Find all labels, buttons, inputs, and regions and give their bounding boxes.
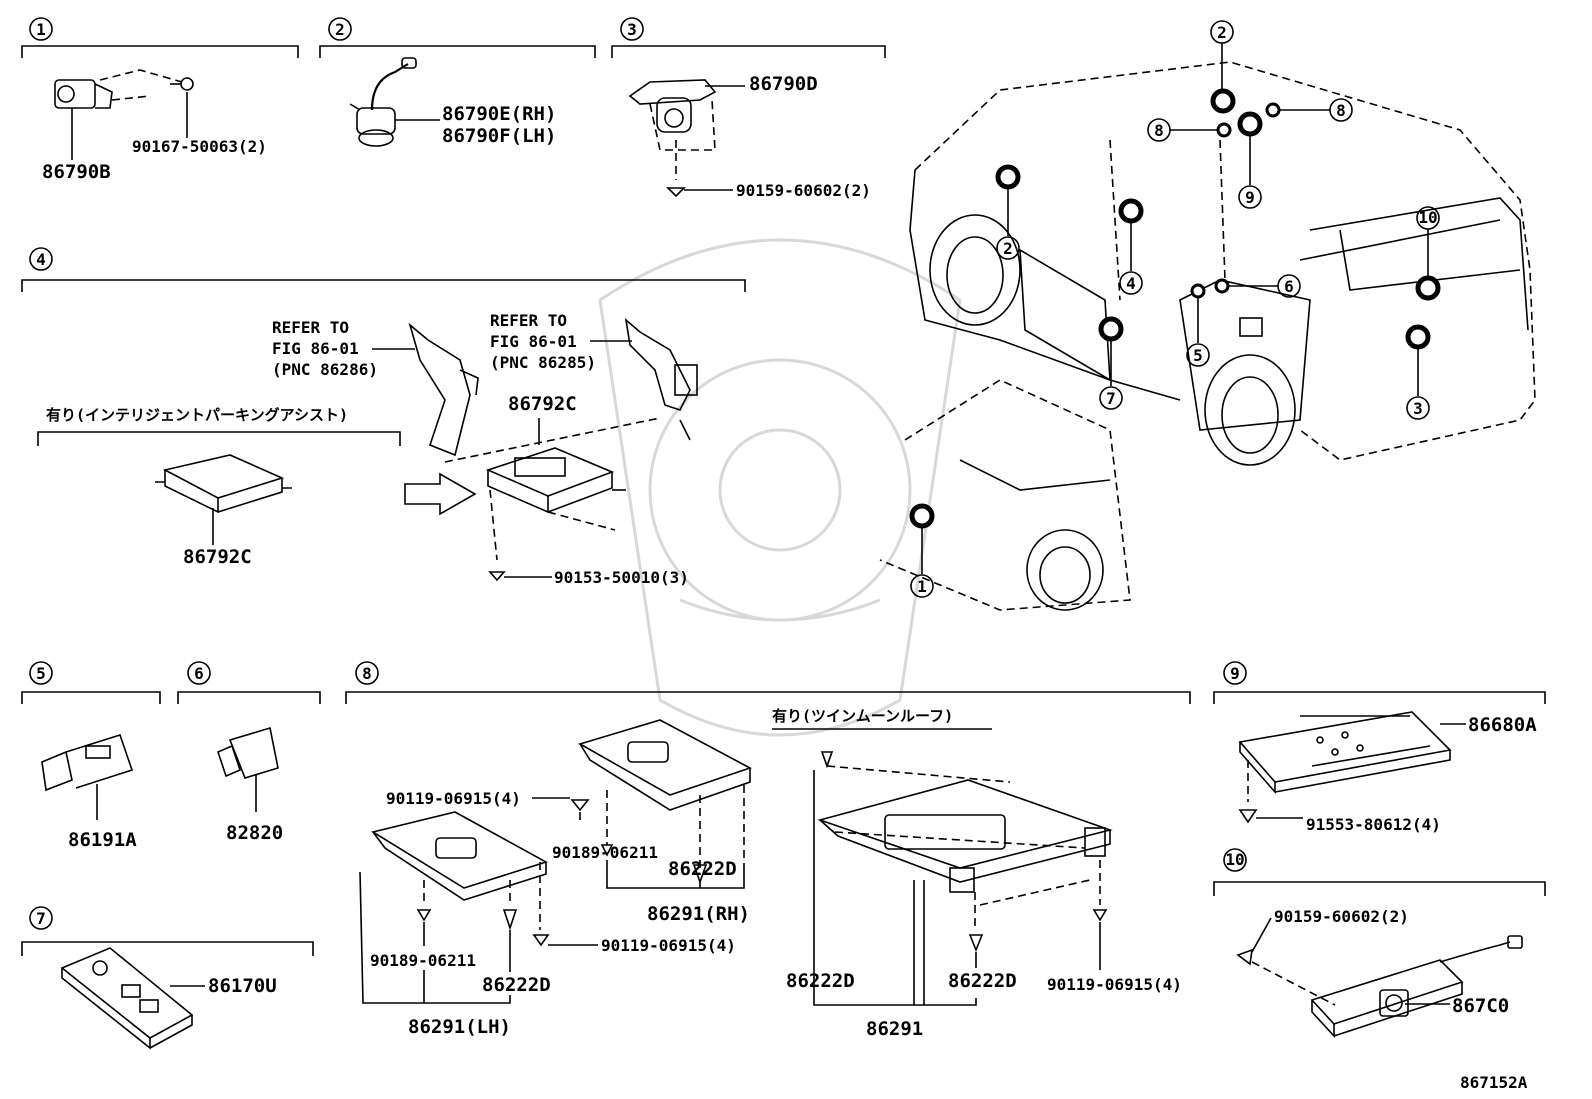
svg-text:REFER TO: REFER TO — [272, 318, 349, 337]
bracket-86291-drawing — [817, 779, 1113, 893]
part-label: 86222D — [668, 858, 737, 880]
part-label: 90159-60602(2) — [1274, 907, 1409, 926]
section-3: 3 86790D 90159-60602(2) — [611, 17, 886, 200]
part-label: 91553-80612(4) — [1306, 815, 1441, 834]
switch-86191A-drawing — [41, 734, 134, 792]
part-label: 82820 — [226, 822, 283, 844]
module-86680A-drawing — [1238, 711, 1452, 795]
sensor-86790B-drawing — [54, 69, 194, 109]
svg-text:10: 10 — [1418, 208, 1437, 227]
option-label: 有り(インテリジェントパーキングアシスト) — [46, 406, 348, 424]
svg-text:2: 2 — [1217, 23, 1227, 42]
figure-code: 867152A — [1460, 1073, 1528, 1092]
svg-text:(PNC 86286): (PNC 86286) — [272, 360, 378, 379]
option-label: 有り(ツインムーンルーフ) — [772, 707, 953, 725]
sensor-82820-drawing — [217, 726, 279, 779]
vehicle-overview-drawing — [879, 61, 1536, 611]
part-label: 90189-06211 — [552, 843, 658, 862]
part-label: 86222D — [948, 970, 1017, 992]
svg-text:5: 5 — [1193, 346, 1203, 365]
section-9: 9 86680A 91553-80612(4) — [1213, 661, 1546, 834]
part-label: 86222D — [482, 974, 551, 996]
svg-text:1: 1 — [917, 577, 927, 596]
part-label: 86680A — [1468, 714, 1537, 736]
ecu-86792C-left-drawing — [155, 454, 292, 514]
svg-text:3: 3 — [1413, 399, 1423, 418]
part-label: 86792C — [183, 546, 252, 568]
svg-text:6: 6 — [1284, 277, 1294, 296]
part-label: 90119-06915(4) — [386, 789, 521, 808]
bracket-86291RH-drawing — [577, 719, 753, 811]
svg-text:7: 7 — [36, 909, 46, 928]
svg-text:(PNC 86285): (PNC 86285) — [490, 353, 596, 372]
svg-text:REFER TO: REFER TO — [490, 311, 567, 330]
svg-text:5: 5 — [36, 664, 46, 683]
vehicle-callouts: 2 8 8 2 9 4 10 6 5 — [909, 20, 1441, 598]
section-2: 2 86790E(RH) 86790F(LH) — [319, 17, 596, 147]
part-label: 90159-60602(2) — [736, 181, 871, 200]
part-label: 90119-06915(4) — [601, 936, 736, 955]
camera-867C0-drawing — [1310, 935, 1523, 1039]
svg-text:4: 4 — [1126, 274, 1136, 293]
antenna-86790E-drawing — [349, 57, 440, 147]
bracket-86291LH-drawing — [370, 811, 549, 901]
section-8: 8 90119-06915(4) 90189-06211 86222D 8629… — [345, 661, 1191, 1040]
part-label: 86291 — [866, 1018, 923, 1040]
part-label: 90153-50010(3) — [554, 568, 689, 587]
svg-text:1: 1 — [36, 20, 46, 39]
section-7: 7 86170U — [21, 906, 314, 1050]
part-label: 86790B — [42, 161, 111, 183]
svg-text:7: 7 — [1106, 389, 1116, 408]
part-label: 86222D — [786, 970, 855, 992]
part-label: 86170U — [208, 975, 277, 997]
part-label: 90167-50063(2) — [132, 137, 267, 156]
svg-text:10: 10 — [1225, 850, 1244, 869]
svg-text:4: 4 — [36, 250, 46, 269]
switch-panel-86170U-drawing — [60, 947, 194, 1050]
section-1: 1 86790B 90167-50063(2) — [21, 17, 299, 183]
svg-text:3: 3 — [627, 20, 637, 39]
svg-text:8: 8 — [1154, 121, 1164, 140]
part-label: 86291(RH) — [647, 903, 750, 925]
section-4: 4 REFER TO FIG 86-01 (PNC 86286) REFER T… — [21, 247, 746, 587]
bracket-left-drawing — [408, 322, 479, 457]
section-6: 6 82820 — [177, 661, 321, 844]
section-10: 10 90159-60602(2) 867C0 — [1213, 848, 1546, 1039]
svg-text:FIG 86-01: FIG 86-01 — [490, 332, 577, 351]
svg-text:2: 2 — [335, 20, 345, 39]
part-label: 867C0 — [1452, 995, 1509, 1017]
part-label: 86790D — [749, 73, 818, 95]
svg-text:8: 8 — [362, 664, 372, 683]
svg-text:FIG 86-01: FIG 86-01 — [272, 339, 359, 358]
part-label: 90189-06211 — [370, 951, 476, 970]
watermark-emblem — [598, 238, 962, 737]
part-label: 86291(LH) — [408, 1016, 511, 1038]
part-label: 86790E(RH) — [442, 103, 556, 125]
part-label: 86790F(LH) — [442, 125, 556, 147]
camera-86790D-drawing — [628, 79, 745, 198]
svg-text:9: 9 — [1230, 664, 1240, 683]
part-label: 86191A — [68, 829, 137, 851]
svg-text:9: 9 — [1245, 188, 1255, 207]
svg-text:8: 8 — [1336, 101, 1346, 120]
svg-text:6: 6 — [194, 664, 204, 683]
bracket-right-drawing — [624, 317, 698, 441]
svg-text:2: 2 — [1003, 239, 1013, 258]
section-5: 5 86191A — [21, 661, 161, 851]
ecu-86792C-right-drawing — [485, 447, 626, 514]
part-label: 90119-06915(4) — [1047, 975, 1182, 994]
part-label: 86792C — [508, 393, 577, 415]
